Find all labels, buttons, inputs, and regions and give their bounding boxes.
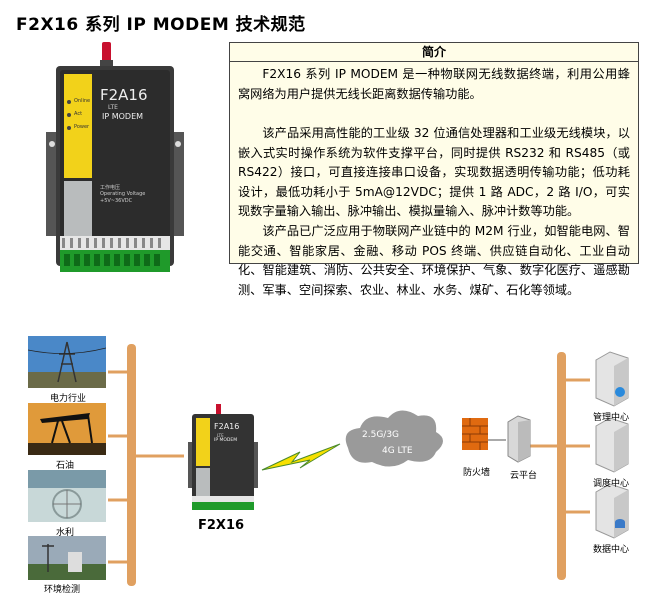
platform-label: 云平台 — [510, 471, 538, 481]
app-label-water: 水利 — [56, 528, 75, 538]
modem-device-small: F2A16 LTE IP MODEM — [186, 402, 260, 510]
app-label-environment: 环境检测 — [44, 585, 81, 595]
firewall-label: 防火墙 — [463, 468, 491, 478]
intro-paragraph-3: 该产品已广泛应用于物联网产业链中的 M2M 行业，如智能电网、智能交通、智能家居… — [238, 224, 630, 297]
intro-box: 简介 F2X16 系列 IP MODEM 是一种物联网无线数据终端，利用公用蜂窝… — [229, 42, 639, 297]
led-label-act: Act — [74, 111, 83, 117]
server-label-dispatch: 调度中心 — [593, 479, 630, 489]
power-industry-photo — [28, 336, 106, 388]
network-diagram — [108, 344, 629, 586]
led-label-power: Power — [74, 124, 90, 130]
device-caption: F2X16 — [198, 518, 245, 533]
intro-paragraph-2: 该产品采用高性能的工业级 32 位通信处理器和工业级无线模块，以嵌入式实时操作系… — [238, 126, 630, 219]
app-label-oil: 石油 — [56, 461, 75, 471]
page-title: F2X16 系列 IP MODEM 技术规范 — [16, 15, 306, 35]
small-device-lte: LTE — [217, 433, 224, 438]
data-server-icon — [595, 483, 629, 539]
device-spec-2: Operating Voltage — [100, 191, 146, 197]
firewall-icon — [462, 418, 488, 450]
small-device-modem: IP MODEM — [214, 438, 238, 443]
app-label-power: 电力行业 — [50, 394, 87, 404]
environment-photo — [28, 536, 106, 580]
led-label-online: Online — [74, 98, 91, 104]
water-photo — [28, 470, 106, 522]
application-photos: 电力行业 石油 水利 环境检测 — [28, 336, 108, 595]
small-device-brand: F2A16 — [214, 422, 240, 431]
device-spec-1: 工作电压 — [100, 185, 121, 191]
intro-heading: 简介 — [230, 43, 638, 62]
device-sub-modem: IP MODEM — [102, 112, 144, 121]
management-server-icon — [595, 351, 629, 407]
server-label-management: 管理中心 — [593, 413, 630, 423]
antenna-icon — [46, 42, 184, 272]
modem-device-image: Online Act Power F2A16 LTE IP MODEM 工作电压… — [40, 36, 190, 286]
cloud-label-3g: 2.5G/3G — [362, 430, 400, 440]
device-spec-3: +5V~36VDC — [100, 198, 133, 204]
device-sub-lte: LTE — [108, 104, 118, 111]
dispatch-server-icon — [595, 417, 629, 473]
intro-paragraph-1: F2X16 系列 IP MODEM 是一种物联网无线数据终端，利用公用蜂窝网络为… — [238, 67, 630, 101]
cloud-platform-server-icon — [507, 415, 531, 463]
server-label-data: 数据中心 — [593, 545, 630, 555]
cloud-label-4g: 4G LTE — [382, 446, 413, 456]
device-brand: F2A16 — [100, 86, 148, 104]
oil-photo — [28, 403, 106, 455]
